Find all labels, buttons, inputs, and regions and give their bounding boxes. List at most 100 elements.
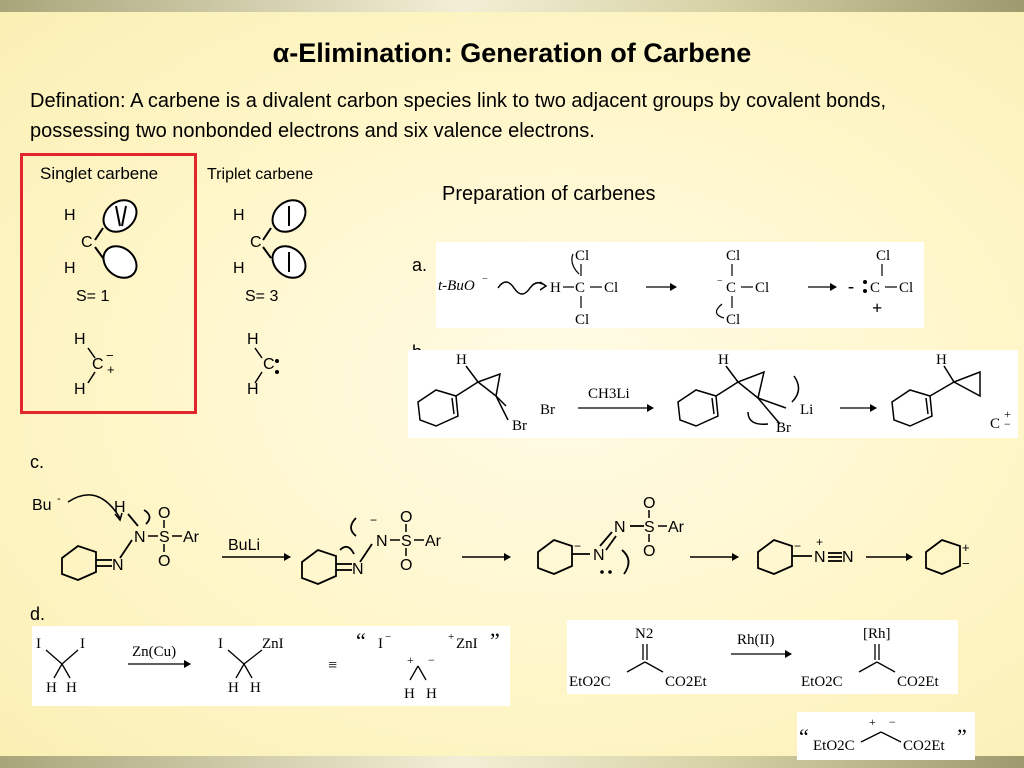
minus-sign: − [428,653,435,667]
atom-ar: Ar [183,529,200,546]
minus-sign: − [106,348,114,363]
atom-h: H [64,260,76,277]
atom-ar: Ar [668,519,685,536]
plus-sign: + [962,540,970,555]
atom-n: N [614,519,626,536]
open-quote: “ [356,628,366,653]
curved-arrow [571,253,580,275]
group-co2et: CO2Et [665,674,708,690]
curved-arrow [497,281,543,295]
atom-i: I [36,636,41,652]
atom-cl: Cl [575,248,589,264]
definition-text: Defination: A carbene is a divalent carb… [30,90,887,142]
close-quote: ” [490,628,500,653]
plus-sign: + [869,715,876,729]
atom-n: N [814,549,826,566]
atom-i: I [218,636,223,652]
plus-sign: + [872,298,882,318]
minus-sign: − [370,513,377,527]
atom-n: N [134,529,146,546]
group-eto2c: EtO2C [801,674,843,690]
reaction-d-rhodium: N2 EtO2C CO2Et Rh(II) [Rh] EtO2C CO2Et [567,620,958,694]
atom-h: H [426,686,437,702]
reaction-c: Bu - N H N S O O Ar BuLi − N N S O O Ar [32,493,970,585]
triplet-orbitals [262,199,307,279]
reaction-b: H Br Br CH3Li H Li Br H C [408,350,1018,438]
atom-n: N [352,561,364,578]
atom-c: C [81,234,93,251]
label-a: a. [412,255,428,275]
label-c: c. [30,452,45,472]
atom-h: H [250,680,261,696]
plus-sign: + [1004,407,1011,421]
atom-h: H [247,331,259,348]
group-co2et: CO2Et [903,738,946,754]
reagent-bu: Bu [32,497,52,514]
atom-o: O [400,509,412,526]
atom-c: C [726,280,736,296]
atom-i: I [80,636,85,652]
atom-h: H [233,207,245,224]
triplet-dots [275,359,279,374]
catalyst-rh: [Rh] [863,626,891,642]
minus-sign: − [385,631,391,643]
atom-o: O [643,495,655,512]
atom-h: H [550,280,561,296]
atom-o: O [158,505,170,522]
atom-h: H [718,352,729,368]
plus-sign: + [407,653,414,667]
equivalence-sign: ≡ [328,657,337,674]
minus-sign: − [794,539,801,553]
plus-sign: + [816,535,823,549]
atom-cl: Cl [726,312,740,328]
atom-cl: Cl [876,248,890,264]
atom-c: C [263,356,275,373]
atom-s: S [644,519,655,536]
atom-h: H [456,352,467,368]
close-quote: ” [957,724,967,749]
atom-cl: Cl [726,248,740,264]
atom-s: S [159,529,170,546]
atom-o: O [643,543,655,560]
minus-sign: − [962,556,970,571]
minus-sign: − [1004,417,1011,431]
atom-br: Br [540,402,555,418]
atom-n: N [842,549,854,566]
curved-arrow [67,494,121,519]
group-eto2c: EtO2C [813,738,855,754]
atom-zni: ZnI [262,636,284,652]
reagent-ch3li: CH3Li [588,386,630,402]
open-quote: “ [799,724,809,749]
atom-h: H [114,499,126,516]
minus-sign: − [889,715,896,729]
atom-i: I [378,636,383,652]
triplet-spin-label: S= 3 [245,288,279,305]
reagent-n2: N2 [635,626,653,642]
atom-cl: Cl [604,280,618,296]
atom-c: C [870,280,880,296]
atom-o: O [158,553,170,570]
reagent-rhii: Rh(II) [737,632,775,648]
atom-cl: Cl [899,280,913,296]
atom-n: N [112,557,124,574]
atom-h: H [228,680,239,696]
atom-li: Li [800,402,813,418]
atom-cl: Cl [755,280,769,296]
triplet-carbene-label: Triplet carbene [207,166,314,183]
minus-sign: - [848,276,854,296]
singlet-spin-label: S= 1 [76,288,110,305]
slide-title: α-Elimination: Generation of Carbene [272,38,752,68]
reaction-a: t-BuO − H C Cl Cl Cl Cl − C Cl Cl - C Cl… [436,242,924,328]
minus-sign: - [57,493,61,505]
atom-zni: ZnI [456,636,478,652]
minus-sign: − [574,539,581,553]
atom-h: H [247,381,259,398]
atom-h: H [64,207,76,224]
atom-br: Br [776,420,791,436]
atom-cl: Cl [575,312,589,328]
top-band [0,0,1024,12]
reagent-buli: BuLi [228,537,260,554]
reagent-tbuo: t-BuO [438,278,475,294]
atom-s: S [401,533,412,550]
reaction-d-simmons-smith: I I H H Zn(Cu) I ZnI H H ≡ “ I − + ZnI ”… [32,626,510,706]
